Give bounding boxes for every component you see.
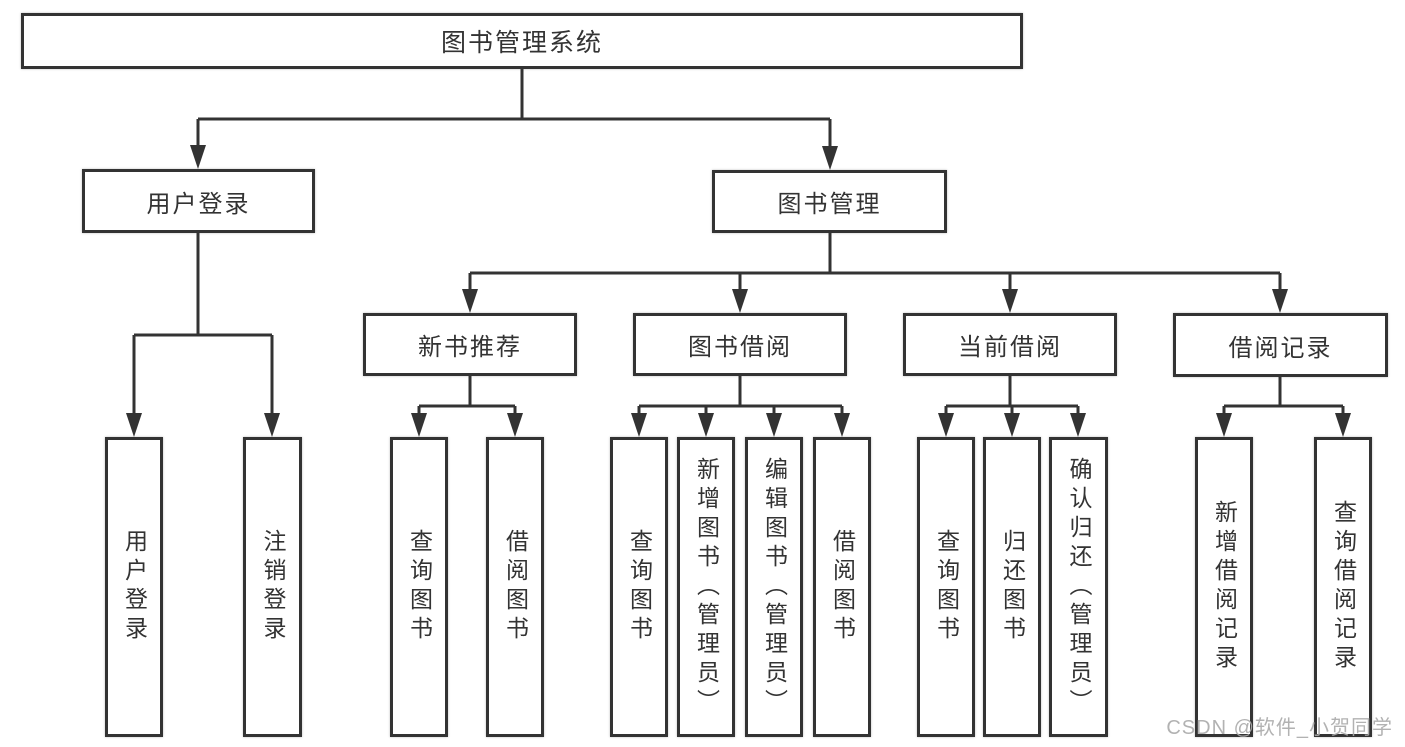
node-borrowing-records: 借阅记录 bbox=[1173, 313, 1388, 377]
leaf-user-login: 用户登录 bbox=[105, 437, 163, 737]
arrow-down-icon bbox=[462, 289, 478, 313]
node-root: 图书管理系统 bbox=[21, 13, 1023, 69]
node-label: 图书管理系统 bbox=[440, 29, 603, 57]
arrow-down-icon bbox=[264, 413, 280, 437]
leaf-borrow-books-newbook: 借阅图书 bbox=[486, 437, 544, 737]
node-label: 借阅记录 bbox=[1228, 334, 1333, 362]
arrow-down-icon bbox=[1272, 289, 1288, 313]
node-label: 图书借阅 bbox=[688, 334, 792, 361]
node-label: 用户登录 bbox=[121, 529, 148, 645]
leaf-return-books: 归还图书 bbox=[983, 437, 1041, 737]
node-new-book-recommend: 新书推荐 bbox=[363, 313, 577, 376]
node-user-login: 用户登录 bbox=[82, 169, 315, 233]
leaf-query-books-borrowing: 查询图书 bbox=[610, 437, 668, 737]
arrow-down-icon bbox=[1002, 289, 1018, 313]
node-label: 查询图书 bbox=[933, 529, 960, 645]
arrow-down-icon bbox=[822, 146, 838, 170]
watermark: CSDN @软件_小贺同学 bbox=[1166, 717, 1393, 739]
leaf-edit-books-admin: 编辑图书（管理员） bbox=[745, 437, 803, 737]
arrow-down-icon bbox=[507, 413, 523, 437]
arrow-down-icon bbox=[126, 413, 142, 437]
arrow-down-icon bbox=[631, 413, 647, 437]
leaf-add-borrow-record: 新增借阅记录 bbox=[1195, 437, 1253, 737]
node-label: 确认归还（管理员） bbox=[1066, 456, 1092, 718]
leaf-logout-login: 注销登录 bbox=[243, 437, 302, 737]
node-label: 注销登录 bbox=[260, 529, 286, 645]
arrow-down-icon bbox=[1004, 413, 1020, 437]
node-book-borrowing: 图书借阅 bbox=[633, 313, 847, 376]
node-label: 图书管理 bbox=[777, 191, 882, 218]
node-label: 查询借阅记录 bbox=[1330, 500, 1357, 674]
node-book-management: 图书管理 bbox=[712, 170, 947, 233]
leaf-query-books-current: 查询图书 bbox=[917, 437, 975, 737]
leaf-borrow-books-borrowing: 借阅图书 bbox=[813, 437, 871, 737]
arrow-down-icons bbox=[126, 145, 1351, 437]
arrow-down-icon bbox=[698, 413, 714, 437]
arrow-down-icon bbox=[1216, 413, 1232, 437]
node-label: 当前借阅 bbox=[958, 334, 1062, 361]
node-label: 新增借阅记录 bbox=[1211, 500, 1238, 674]
arrow-down-icon bbox=[190, 145, 206, 169]
arrow-down-icon bbox=[766, 413, 782, 437]
leaf-query-borrow-record: 查询借阅记录 bbox=[1314, 437, 1372, 737]
node-label: 查询图书 bbox=[406, 529, 433, 645]
node-label: 借阅图书 bbox=[829, 529, 856, 645]
leaf-confirm-return-admin: 确认归还（管理员） bbox=[1049, 437, 1108, 737]
connector-paths bbox=[132, 69, 1345, 417]
node-label: 归还图书 bbox=[999, 529, 1026, 645]
arrow-down-icon bbox=[1070, 413, 1086, 437]
arrow-down-icon bbox=[938, 413, 954, 437]
node-label: 新书推荐 bbox=[418, 334, 522, 361]
arrow-down-icon bbox=[834, 413, 850, 437]
node-label: 查询图书 bbox=[626, 529, 653, 645]
arrow-down-icon bbox=[1335, 413, 1351, 437]
node-label: 新增图书（管理员） bbox=[693, 456, 720, 718]
node-label: 借阅图书 bbox=[502, 529, 529, 645]
node-current-borrowing: 当前借阅 bbox=[903, 313, 1117, 376]
arrow-down-icon bbox=[732, 289, 748, 313]
leaf-query-books-newbook: 查询图书 bbox=[390, 437, 448, 737]
node-label: 用户登录 bbox=[146, 190, 251, 218]
leaf-add-books-admin: 新增图书（管理员） bbox=[677, 437, 735, 737]
arrow-down-icon bbox=[411, 413, 427, 437]
node-label: 编辑图书（管理员） bbox=[761, 456, 788, 718]
